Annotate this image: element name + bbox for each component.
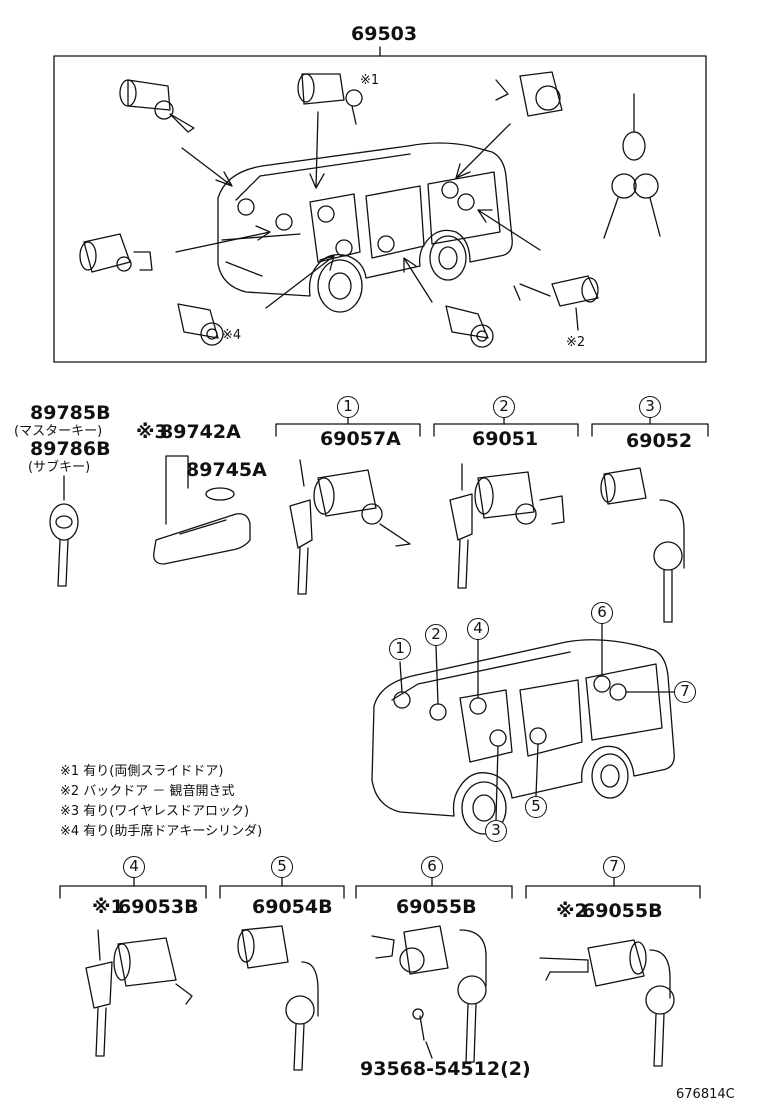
group-1-part-number[interactable]: 69057A (320, 428, 401, 450)
cylinder-3-illustration (600, 467, 685, 623)
note-2: ※2 バックドア － 観音開き式 (60, 784, 235, 799)
group-4-prefix: ※1 (92, 896, 124, 918)
master-key-part-number[interactable]: 89785B (30, 402, 111, 424)
battery-part-number[interactable]: 89745A (186, 459, 267, 481)
group-number-2: 2 (493, 396, 515, 418)
van-callout-4: 4 (467, 618, 489, 640)
group-number-5: 5 (271, 856, 293, 878)
cylinder-1-illustration (289, 459, 411, 595)
top-cylinder-a (119, 79, 195, 133)
group-number-3: 3 (639, 396, 661, 418)
master-key-illustration (49, 475, 79, 587)
assembly-note-1: ※1 (360, 73, 380, 88)
group-5-part-number[interactable]: 69054B (252, 896, 333, 918)
sub-key-part-number[interactable]: 89786B (30, 438, 111, 460)
top-van-outline (217, 142, 513, 313)
wireless-transmitter-part-number[interactable]: 89742A (160, 421, 241, 443)
group-7-prefix: ※2 (556, 900, 588, 922)
top-key-set (603, 93, 661, 239)
assembly-note-2: ※2 (566, 335, 586, 350)
group-7-part-number[interactable]: 69055B (582, 900, 663, 922)
master-key-description: (マスターキー) (14, 424, 103, 439)
top-cylinder-b (297, 73, 363, 125)
assembly-part-number[interactable]: 69503 (351, 23, 418, 45)
group-3-part-number[interactable]: 69052 (626, 430, 693, 452)
van-callout-7: 7 (674, 681, 696, 703)
cylinder-4-illustration (85, 929, 193, 1057)
group-4-part-number[interactable]: 69053B (118, 896, 199, 918)
van-callout-5: 5 (525, 796, 547, 818)
wireless-prefix: ※3 (136, 421, 168, 443)
wireless-transmitter-illustration (153, 455, 251, 565)
van-callout-2: 2 (425, 624, 447, 646)
group-number-7: 7 (603, 856, 625, 878)
note-3: ※3 有り(ワイヤレスドアロック) (60, 804, 250, 819)
top-cylinder-e (177, 303, 224, 346)
screw-part-number[interactable]: 93568-54512(2) (360, 1058, 531, 1080)
group-2-part-number[interactable]: 69051 (472, 428, 539, 450)
top-cylinder-d (79, 233, 153, 273)
bottom-van-outline (371, 639, 675, 835)
cylinder-6-illustration (371, 925, 487, 1063)
group-number-4: 4 (123, 856, 145, 878)
van-callout-6: 6 (591, 602, 613, 624)
assembly-note-4: ※4 (222, 328, 242, 343)
cylinder-2-illustration (449, 463, 565, 589)
group-number-6: 6 (421, 856, 443, 878)
van-callout-3: 3 (485, 820, 507, 842)
figure-id: 676814C (676, 1087, 735, 1102)
assembly-frame (53, 55, 707, 363)
top-cylinder-f (445, 305, 494, 348)
group-number-1: 1 (337, 396, 359, 418)
sub-key-description: (サブキー) (28, 460, 91, 475)
top-cylinder-g (513, 275, 599, 331)
van-callout-1: 1 (389, 638, 411, 660)
cylinder-5-illustration (237, 925, 319, 1071)
cylinder-7-illustration (539, 939, 675, 1067)
group-6-part-number[interactable]: 69055B (396, 896, 477, 918)
note-1: ※1 有り(両側スライドドア) (60, 764, 224, 779)
top-cylinder-c (495, 71, 563, 117)
note-4: ※4 有り(助手席ドアキーシリンダ) (60, 824, 263, 839)
